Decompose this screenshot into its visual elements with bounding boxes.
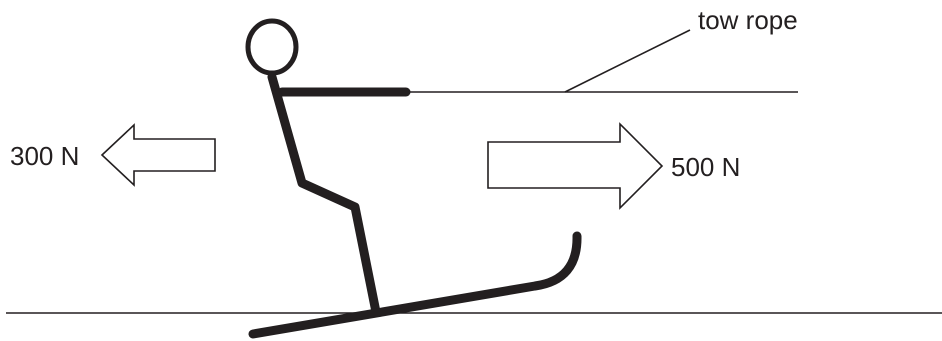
skier-figure (248, 21, 406, 312)
tow-rope-label: tow rope (698, 5, 798, 35)
left-force-arrow (102, 125, 215, 185)
skier-body (272, 77, 376, 312)
left-force-label: 300 N (10, 141, 79, 171)
right-force-label: 500 N (671, 152, 740, 182)
tow-rope-leader-line (565, 30, 690, 92)
water-ski (253, 236, 577, 334)
right-force-arrow (488, 124, 662, 208)
skier-head (248, 21, 296, 73)
